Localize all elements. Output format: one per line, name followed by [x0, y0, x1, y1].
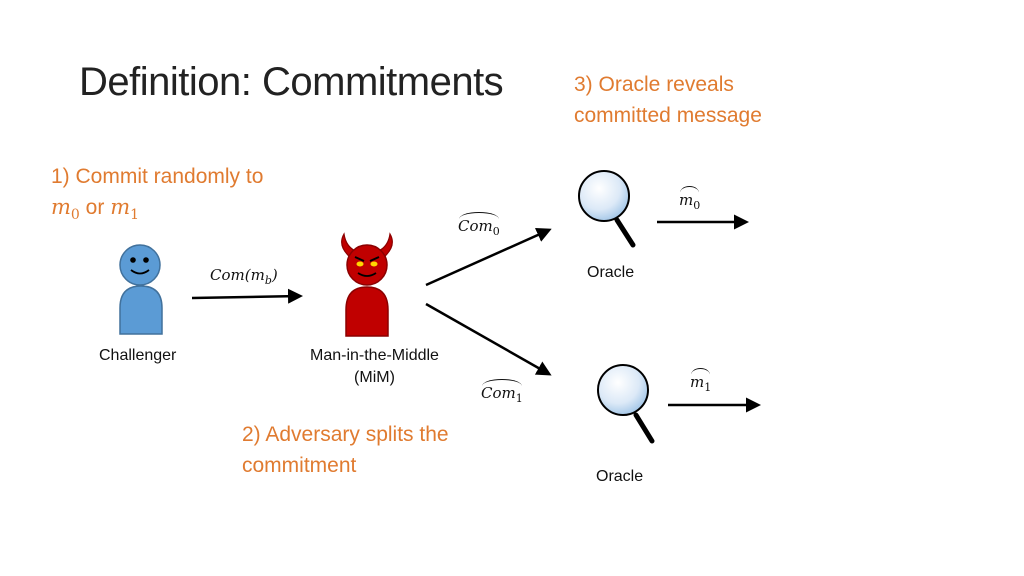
step1-m0: m — [51, 195, 71, 219]
com0-main: Com — [458, 217, 493, 235]
challenger-eye-right — [143, 257, 149, 263]
step1-m1: m — [110, 195, 131, 219]
step1-or: or — [79, 196, 111, 219]
mim-label-line1: Man-in-the-Middle — [310, 347, 439, 364]
page-title: Definition: Commitments — [79, 60, 504, 104]
magnifier-icon — [597, 364, 655, 444]
m0-label: m0 — [679, 186, 701, 212]
com1-label: Com1 — [481, 379, 523, 405]
com0-label: Com0 — [458, 212, 500, 238]
step2-line2: commitment — [242, 454, 357, 477]
mim-label: Man-in-the-Middle (MiM) — [310, 345, 439, 389]
step1-m1-sub: 1 — [130, 207, 140, 224]
mim-figure — [341, 232, 393, 337]
com-mb-label: Com(mb) — [210, 266, 278, 287]
mim-label-line2: (MiM) — [354, 369, 395, 386]
step2-note: 2) Adversary splits the commitment — [242, 419, 449, 481]
m1-sub: 1 — [704, 381, 712, 394]
step1-note: 1) Commit randomly to m0 or m1 — [51, 161, 263, 231]
com-mb-main: Com(m — [210, 266, 265, 284]
m1-main: m — [690, 373, 705, 391]
mim-grin — [357, 272, 377, 277]
mim-brow-left — [354, 256, 365, 262]
com-mb-close: ) — [271, 266, 278, 284]
arrow-mim-to-oracle-bottom — [425, 302, 552, 376]
step1-line2: m0 or m1 — [51, 192, 263, 231]
com-mb-sub: b — [264, 274, 272, 287]
mim-eye-left — [356, 261, 364, 267]
mim-head — [346, 244, 388, 286]
magnifier-icon — [578, 170, 636, 248]
arrow-challenger-to-mim — [191, 288, 303, 304]
challenger-label: Challenger — [99, 347, 177, 364]
step1-m0-sub: 0 — [70, 207, 80, 224]
oracle-bottom-label: Oracle — [596, 468, 644, 485]
challenger-head — [119, 244, 161, 286]
step3-note: 3) Oracle reveals committed message — [574, 69, 762, 131]
mim-brow-right — [369, 256, 380, 262]
mim-eye-right — [370, 261, 378, 267]
challenger-body — [119, 285, 163, 335]
m1-label: m1 — [690, 368, 712, 394]
step2-line1: 2) Adversary splits the — [242, 423, 449, 446]
step3-line1: 3) Oracle reveals — [574, 73, 734, 96]
m0-sub: 0 — [693, 199, 701, 212]
com1-main: Com — [481, 384, 516, 402]
com1-sub: 1 — [515, 392, 523, 405]
challenger-figure — [119, 244, 163, 335]
mim-body — [345, 286, 389, 337]
challenger-smile — [130, 269, 150, 275]
com0-sub: 0 — [492, 225, 500, 238]
challenger-eye-left — [130, 257, 136, 263]
step3-line2: committed message — [574, 104, 762, 127]
m0-main: m — [679, 191, 694, 209]
step1-line1: 1) Commit randomly to — [51, 165, 264, 188]
oracle-top-label: Oracle — [587, 264, 635, 281]
arrow-mim-to-oracle-top — [425, 228, 552, 287]
